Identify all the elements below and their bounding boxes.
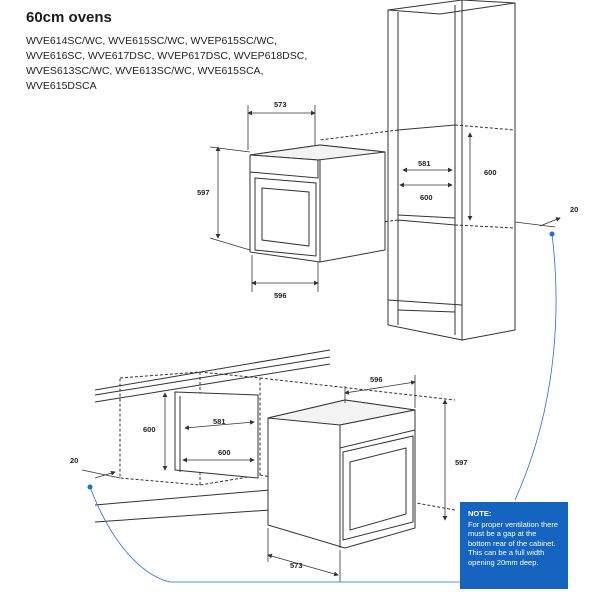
top-vent-gap-label: 20 [570,205,578,214]
top-oven-front-width-label: 596 [274,291,287,300]
bottom-cavity-depth-label: 581 [213,417,226,426]
ventilation-note: NOTE: For proper ventilation there must … [460,502,568,589]
oven-bottom-view [267,399,416,549]
top-oven-height-label: 597 [197,188,210,197]
bottom-vent-gap-label: 20 [70,456,78,465]
oven-top-view [249,144,386,263]
bottom-oven-width-label: 596 [370,375,383,384]
model-list-line: WVE615DSCA [26,80,97,92]
top-cavity-depth-label: 581 [418,159,431,168]
model-list-line: WVES613SC/WC, WVE613SC/WC, WVE615SCA, [26,65,264,77]
bottom-cavity-height-label: 600 [143,425,156,434]
top-dimension-labels: 573 597 596 581 600 600 20 [197,100,578,300]
model-list: WVE614SC/WC, WVE615SC/WC, WVEP615SC/WC, … [26,34,376,94]
bottom-dimensions [81,375,448,582]
model-list-line: WVE614SC/WC, WVE615SC/WC, WVEP615SC/WC, [26,35,277,47]
note-title: NOTE: [468,509,492,518]
bottom-oven-height-label: 597 [455,458,468,467]
top-oven-width-label: 573 [274,100,287,109]
note-callout-lines [87,231,557,583]
bottom-oven-depth-label: 573 [290,561,303,570]
bottom-dimension-labels: 596 597 573 581 600 600 20 [70,375,468,570]
page-title: 60cm ovens [26,9,112,26]
top-cavity-height-label: 600 [484,168,497,177]
top-dimensions [209,105,561,292]
under-bench-cabinet [94,349,456,523]
note-text: For proper ventilation there must be a g… [468,519,559,567]
model-list-line: WVE616SC, WVE617DSC, WVEP617DSC, WVEP618… [26,50,308,62]
bottom-cavity-width-label: 600 [218,448,231,457]
top-cavity-width-label: 600 [420,193,433,202]
